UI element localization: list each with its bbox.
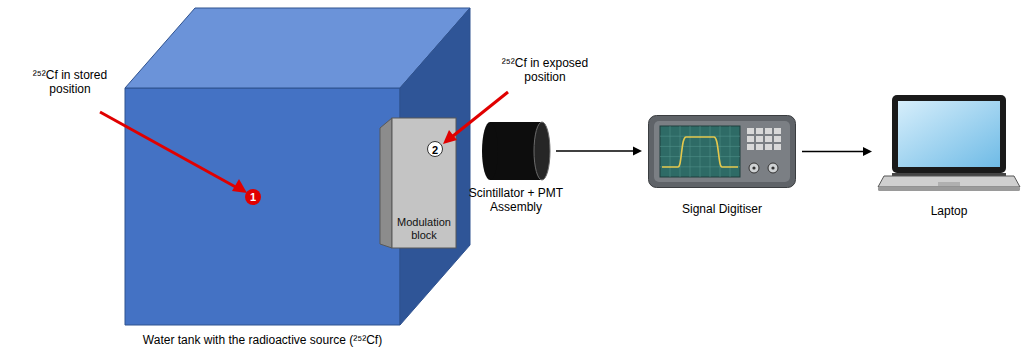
source-position-label: ²⁵²Cf in exposed position	[487, 56, 603, 85]
digitiser-bezel	[654, 121, 790, 182]
laptop-icon	[878, 95, 1020, 192]
digitiser-screen	[660, 126, 740, 177]
keypad-key	[774, 128, 781, 134]
node-text: Laptop	[878, 204, 1020, 218]
leader-arrow	[100, 112, 241, 190]
knob-center	[752, 166, 755, 169]
keypad-key	[765, 128, 772, 134]
keypad-key	[765, 136, 772, 142]
scintillator-pmt: Scintillator + PMT Assembly	[482, 122, 550, 180]
keypad-key	[747, 128, 754, 134]
keypad-key	[774, 136, 781, 142]
signal-digitiser: Signal Digitiser	[648, 115, 796, 188]
scintillator-cylinder	[482, 122, 550, 180]
callout-number: 1	[245, 189, 261, 205]
node-text: Scintillator + PMT Assembly	[451, 186, 581, 215]
flow-arrow	[556, 147, 642, 156]
leader-arrowhead	[443, 130, 457, 144]
leader-arrowhead	[232, 179, 247, 193]
laptop: Laptop	[878, 95, 1020, 192]
arrowhead	[863, 147, 872, 156]
digitiser-body	[649, 116, 796, 188]
screen-grid	[660, 156, 740, 157]
modulation-block-shape	[380, 118, 456, 248]
laptop-base-edge	[878, 187, 1020, 191]
screen-grid	[720, 126, 721, 177]
block-front-face	[392, 118, 456, 248]
flow-arrow	[802, 147, 872, 156]
node-text: Signal Digitiser	[628, 202, 816, 216]
water-tank: Water tank with the radioactive source (…	[125, 8, 470, 325]
node-text: Modulation block	[393, 216, 455, 242]
leader-arrow	[448, 92, 508, 140]
keypad-key	[756, 144, 763, 150]
screen-grid	[700, 126, 701, 177]
arrowhead	[633, 147, 642, 156]
keypad-key	[747, 136, 754, 142]
knob-center	[771, 166, 774, 169]
keypad-key	[774, 144, 781, 150]
tank-front-face	[125, 88, 400, 325]
screen-grid	[710, 126, 711, 177]
digitiser-icon	[648, 115, 796, 188]
cylinder-front-end	[534, 122, 550, 180]
cylinder-back-end	[482, 122, 498, 180]
connector-line	[556, 150, 634, 151]
screen-grid	[730, 126, 731, 177]
screen-grid	[680, 126, 681, 177]
block-side-face	[380, 118, 392, 248]
keypad-key	[756, 128, 763, 134]
digitiser-knob	[749, 163, 759, 173]
laptop-touchpad	[938, 182, 960, 186]
screen-grid	[690, 126, 691, 177]
digitiser-knob	[768, 163, 778, 173]
node-text: Water tank with the radioactive source (…	[125, 333, 400, 347]
keypad-key	[756, 136, 763, 142]
keypad-key	[747, 144, 754, 150]
screen-grid	[660, 146, 740, 147]
laptop-lid	[892, 95, 1006, 173]
signal-trace	[662, 137, 738, 167]
modulation-block: Modulation block	[380, 118, 456, 248]
screen-grid	[670, 126, 671, 177]
connector-line	[802, 151, 864, 152]
callout-number: 2	[427, 141, 443, 157]
keypad-key	[765, 144, 772, 150]
laptop-base	[878, 176, 1020, 187]
source-position-label: ²⁵²Cf in stored position	[15, 68, 125, 97]
laptop-display	[898, 101, 1000, 167]
